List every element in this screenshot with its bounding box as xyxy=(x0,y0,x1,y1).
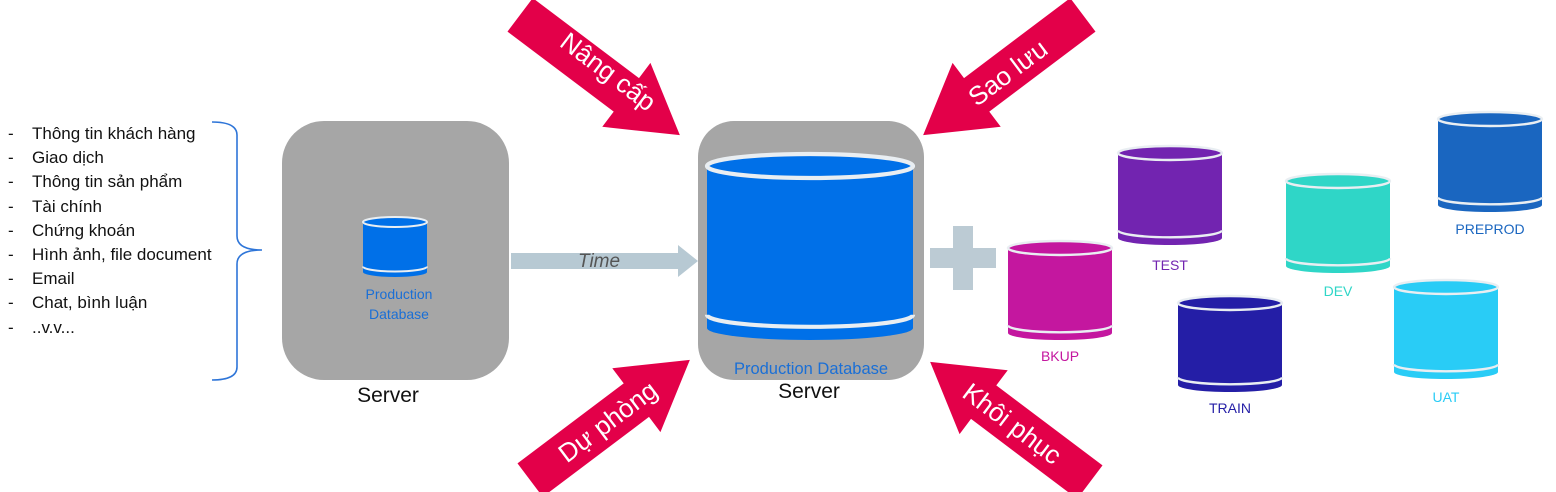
data-type-text: Chứng khoán xyxy=(32,220,136,240)
data-type-item: -Thông tin khách hàng xyxy=(8,122,217,146)
data-type-item: -Giao dịch xyxy=(8,146,217,170)
center-production-db-icon xyxy=(704,151,916,340)
env-label-dev: DEV xyxy=(1323,283,1353,299)
list-dash: - xyxy=(8,220,14,240)
data-type-item: -Thông tin sản phẩm xyxy=(8,170,217,194)
env-db-train xyxy=(1176,294,1284,392)
env-label-bkup: BKUP xyxy=(1040,348,1080,364)
data-type-text: Hình ảnh, file document xyxy=(32,245,212,265)
list-dash: - xyxy=(8,245,14,265)
data-type-item: -Hình ảnh, file document xyxy=(8,243,217,267)
grouping-brace xyxy=(211,121,263,381)
data-type-text: Thông tin sản phẩm xyxy=(32,172,183,192)
env-db-preprod xyxy=(1436,110,1544,212)
left-production-db-icon xyxy=(362,216,428,277)
env-label-test: TEST xyxy=(1152,257,1188,273)
list-dash: - xyxy=(8,172,14,192)
list-dash: - xyxy=(8,124,14,143)
data-type-text: ..v.v... xyxy=(32,317,75,337)
env-db-dev xyxy=(1284,172,1392,273)
plus-icon xyxy=(930,226,996,290)
left-db-label: Production Database xyxy=(339,284,459,324)
left-server-label: Server xyxy=(357,384,419,407)
data-type-item: -Chứng khoán xyxy=(8,219,217,243)
time-label: Time xyxy=(578,251,621,272)
list-dash: - xyxy=(8,293,14,313)
time-arrow xyxy=(511,245,698,277)
center-server-label: Server xyxy=(778,380,840,403)
env-db-test xyxy=(1116,144,1224,245)
data-type-text: Thông tin khách hàng xyxy=(32,124,196,143)
env-db-bkup xyxy=(1006,239,1114,340)
data-type-text: Tài chính xyxy=(32,196,102,216)
list-dash: - xyxy=(8,317,14,337)
data-types-list: -Thông tin khách hàng-Giao dịch-Thông ti… xyxy=(8,122,217,340)
restore-arrow xyxy=(930,361,1103,492)
env-label-uat: UAT xyxy=(1432,389,1460,405)
env-label-train: TRAIN xyxy=(1209,400,1251,416)
center-db-label: Production Database xyxy=(733,360,889,378)
data-type-text: Giao dịch xyxy=(32,148,104,168)
data-type-text: Email xyxy=(32,269,75,289)
left-db-label-line1: Production xyxy=(365,286,433,302)
env-label-preprod: PREPROD xyxy=(1455,221,1525,237)
data-type-item: -Chat, bình luận xyxy=(8,291,217,315)
list-dash: - xyxy=(8,148,14,168)
env-db-uat xyxy=(1392,278,1500,379)
list-dash: - xyxy=(8,269,14,289)
standby-arrow xyxy=(517,359,690,492)
data-type-text: Chat, bình luận xyxy=(32,293,148,313)
data-type-item: -..v.v... xyxy=(8,316,217,340)
data-type-item: -Tài chính xyxy=(8,195,217,219)
left-db-label-line2: Database xyxy=(369,306,429,322)
upgrade-arrow xyxy=(507,0,680,136)
backup-arrow xyxy=(923,0,1096,136)
list-dash: - xyxy=(8,196,14,216)
data-type-item: -Email xyxy=(8,267,217,291)
